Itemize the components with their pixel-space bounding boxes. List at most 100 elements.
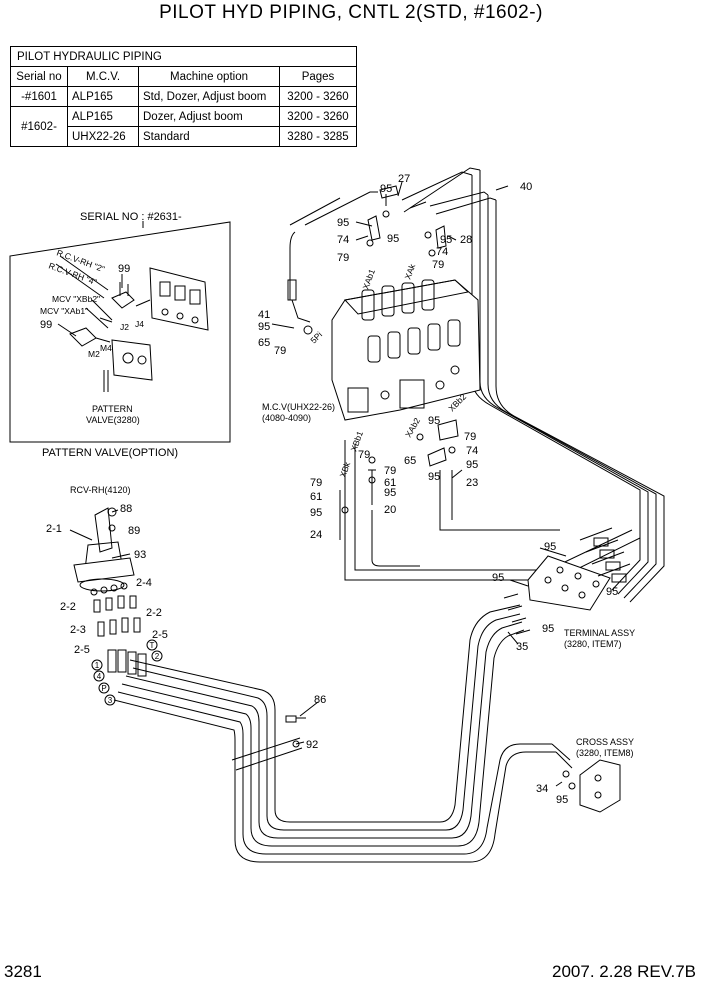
inset-frame: [9, 221, 231, 443]
pipe-bundle-lower: [113, 604, 556, 863]
callout-number: 74: [436, 246, 448, 258]
pattern-valve-label: PATTERN: [92, 404, 133, 414]
callout-number: 95: [387, 233, 399, 245]
port-marker: T: [150, 641, 155, 650]
port-label: 5Pi: [308, 330, 324, 346]
callout-number: 79: [432, 259, 444, 271]
callout-number: 79: [464, 431, 476, 443]
callout-number: 95: [606, 586, 618, 598]
inset-serial-label: SERIAL NO : #2631-: [80, 211, 182, 223]
page-title: PILOT HYD PIPING, CNTL 2(STD, #1602-): [159, 2, 543, 23]
callout-number: 2-4: [136, 577, 152, 589]
circled-port-markers: 1 4 P 3 T 2: [91, 639, 163, 706]
cell-serial: #1602-: [10, 106, 68, 147]
callout-number: 95: [384, 487, 396, 499]
callout-number: 95: [492, 572, 504, 584]
callout-number: 41: [258, 309, 270, 321]
callout-number: 86: [314, 694, 326, 706]
callout-number: 95: [428, 471, 440, 483]
rcv-label: RCV-RH(4120): [70, 485, 131, 495]
terminal-assy-pages: (3280, ITEM7): [564, 639, 622, 649]
callout-number: 95: [544, 541, 556, 553]
mcv-label: M.C.V(UHX22-26): [262, 402, 335, 412]
cell-pages: 3280 - 3285: [279, 126, 357, 147]
mcv-xbb2-label: MCV "XBb2": [52, 294, 100, 304]
callout-number: 2-2: [146, 607, 162, 619]
callout-number: 88: [120, 503, 132, 515]
callout-number: 95: [440, 234, 452, 246]
table-row: UHX22-26 Standard 3280 - 3285: [11, 126, 357, 147]
port-label: XAb2: [403, 416, 422, 439]
mcv-xab1-label: MCV "XAb1": [40, 306, 88, 316]
pattern-valve-drawing: [55, 255, 209, 392]
rcv-lever-drawing: [73, 507, 147, 677]
callout-number: 61: [384, 477, 396, 489]
port-label: XAk: [402, 262, 417, 281]
callout-number: 2-1: [46, 523, 62, 535]
callout-number: 95: [258, 321, 270, 333]
callout-number: 95: [380, 183, 392, 195]
page-number: 3281: [4, 962, 42, 981]
callout-number: 74: [466, 445, 478, 457]
port-marker: 1: [95, 661, 100, 670]
port-label: M4: [100, 343, 112, 353]
callout-number: 79: [274, 345, 286, 357]
port-label: J2: [120, 322, 129, 332]
date-revision: 2007. 2.28 REV.7B: [552, 962, 696, 981]
cell-option: Dozer, Adjust boom: [138, 106, 280, 127]
mcv-pages-label: (4080-4090): [262, 413, 311, 423]
callout-number: 20: [384, 504, 396, 516]
mcv-fittings: [287, 185, 459, 540]
callout-number: 23: [466, 477, 478, 489]
callout-number: 79: [337, 252, 349, 264]
port-marker: 3: [108, 696, 113, 705]
header-serial: Serial no: [10, 66, 68, 87]
port-label: M2: [88, 349, 100, 359]
callout-number: 95: [556, 794, 568, 806]
callout-number: 79: [310, 477, 322, 489]
callout-number: 2-5: [152, 629, 168, 641]
callout-number: 93: [134, 549, 146, 561]
callout-number: 95: [428, 415, 440, 427]
inset-text: SERIAL NO : #2631- PATTERN VALVE(OPTION)…: [40, 211, 182, 459]
callout-number: 65: [404, 455, 416, 467]
callout-number: 28: [460, 234, 472, 246]
port-label: XAb1: [360, 267, 377, 290]
table-header-row: Serial no M.C.V. Machine option Pages: [10, 66, 357, 87]
callout-number: 89: [128, 525, 140, 537]
cell-option: Standard: [138, 126, 280, 147]
fitting-86: [285, 715, 306, 723]
callout-number: 2-5: [74, 644, 90, 656]
pipe-clamp: [231, 737, 303, 771]
callout-number: 40: [520, 181, 532, 193]
callout-number: 95: [466, 459, 478, 471]
terminal-assy-drawing: [503, 527, 631, 635]
callout-number: 24: [310, 529, 322, 541]
leader-lines: [69, 181, 567, 787]
port-label: XBk: [337, 460, 352, 479]
port-marker: P: [101, 684, 106, 693]
pilot-hydraulic-piping-table: PILOT HYDRAULIC PIPING Serial no M.C.V. …: [10, 46, 357, 147]
callout-number: 95: [337, 217, 349, 229]
port-marker: 4: [97, 672, 102, 681]
callout-number: 35: [516, 641, 528, 653]
cell-serial: -#1601: [10, 86, 68, 107]
clamp-bolt: [292, 740, 300, 748]
callout-number: 34: [536, 783, 548, 795]
pattern-valve-pages: VALVE(3280): [86, 415, 140, 425]
cross-assy-label: CROSS ASSY: [576, 737, 634, 747]
callout-number: 2-3: [70, 624, 86, 636]
port-label: J4: [135, 319, 144, 329]
inset-caption: PATTERN VALVE(OPTION): [42, 447, 178, 459]
callout-number: 65: [258, 337, 270, 349]
port-marker: 2: [155, 652, 160, 661]
callout-number: 79: [384, 465, 396, 477]
cross-assy-pages: (3280, ITEM8): [576, 748, 634, 758]
callout-numbers: 27 95 40 95 74 95 95 28 79 74 79 41 95 6…: [46, 173, 618, 806]
callout-number: 2-2: [60, 601, 76, 613]
callout-number: 99: [40, 319, 52, 331]
callout-number: 74: [337, 234, 349, 246]
callout-number: 95: [542, 623, 554, 635]
terminal-assy-label: TERMINAL ASSY: [564, 628, 635, 638]
